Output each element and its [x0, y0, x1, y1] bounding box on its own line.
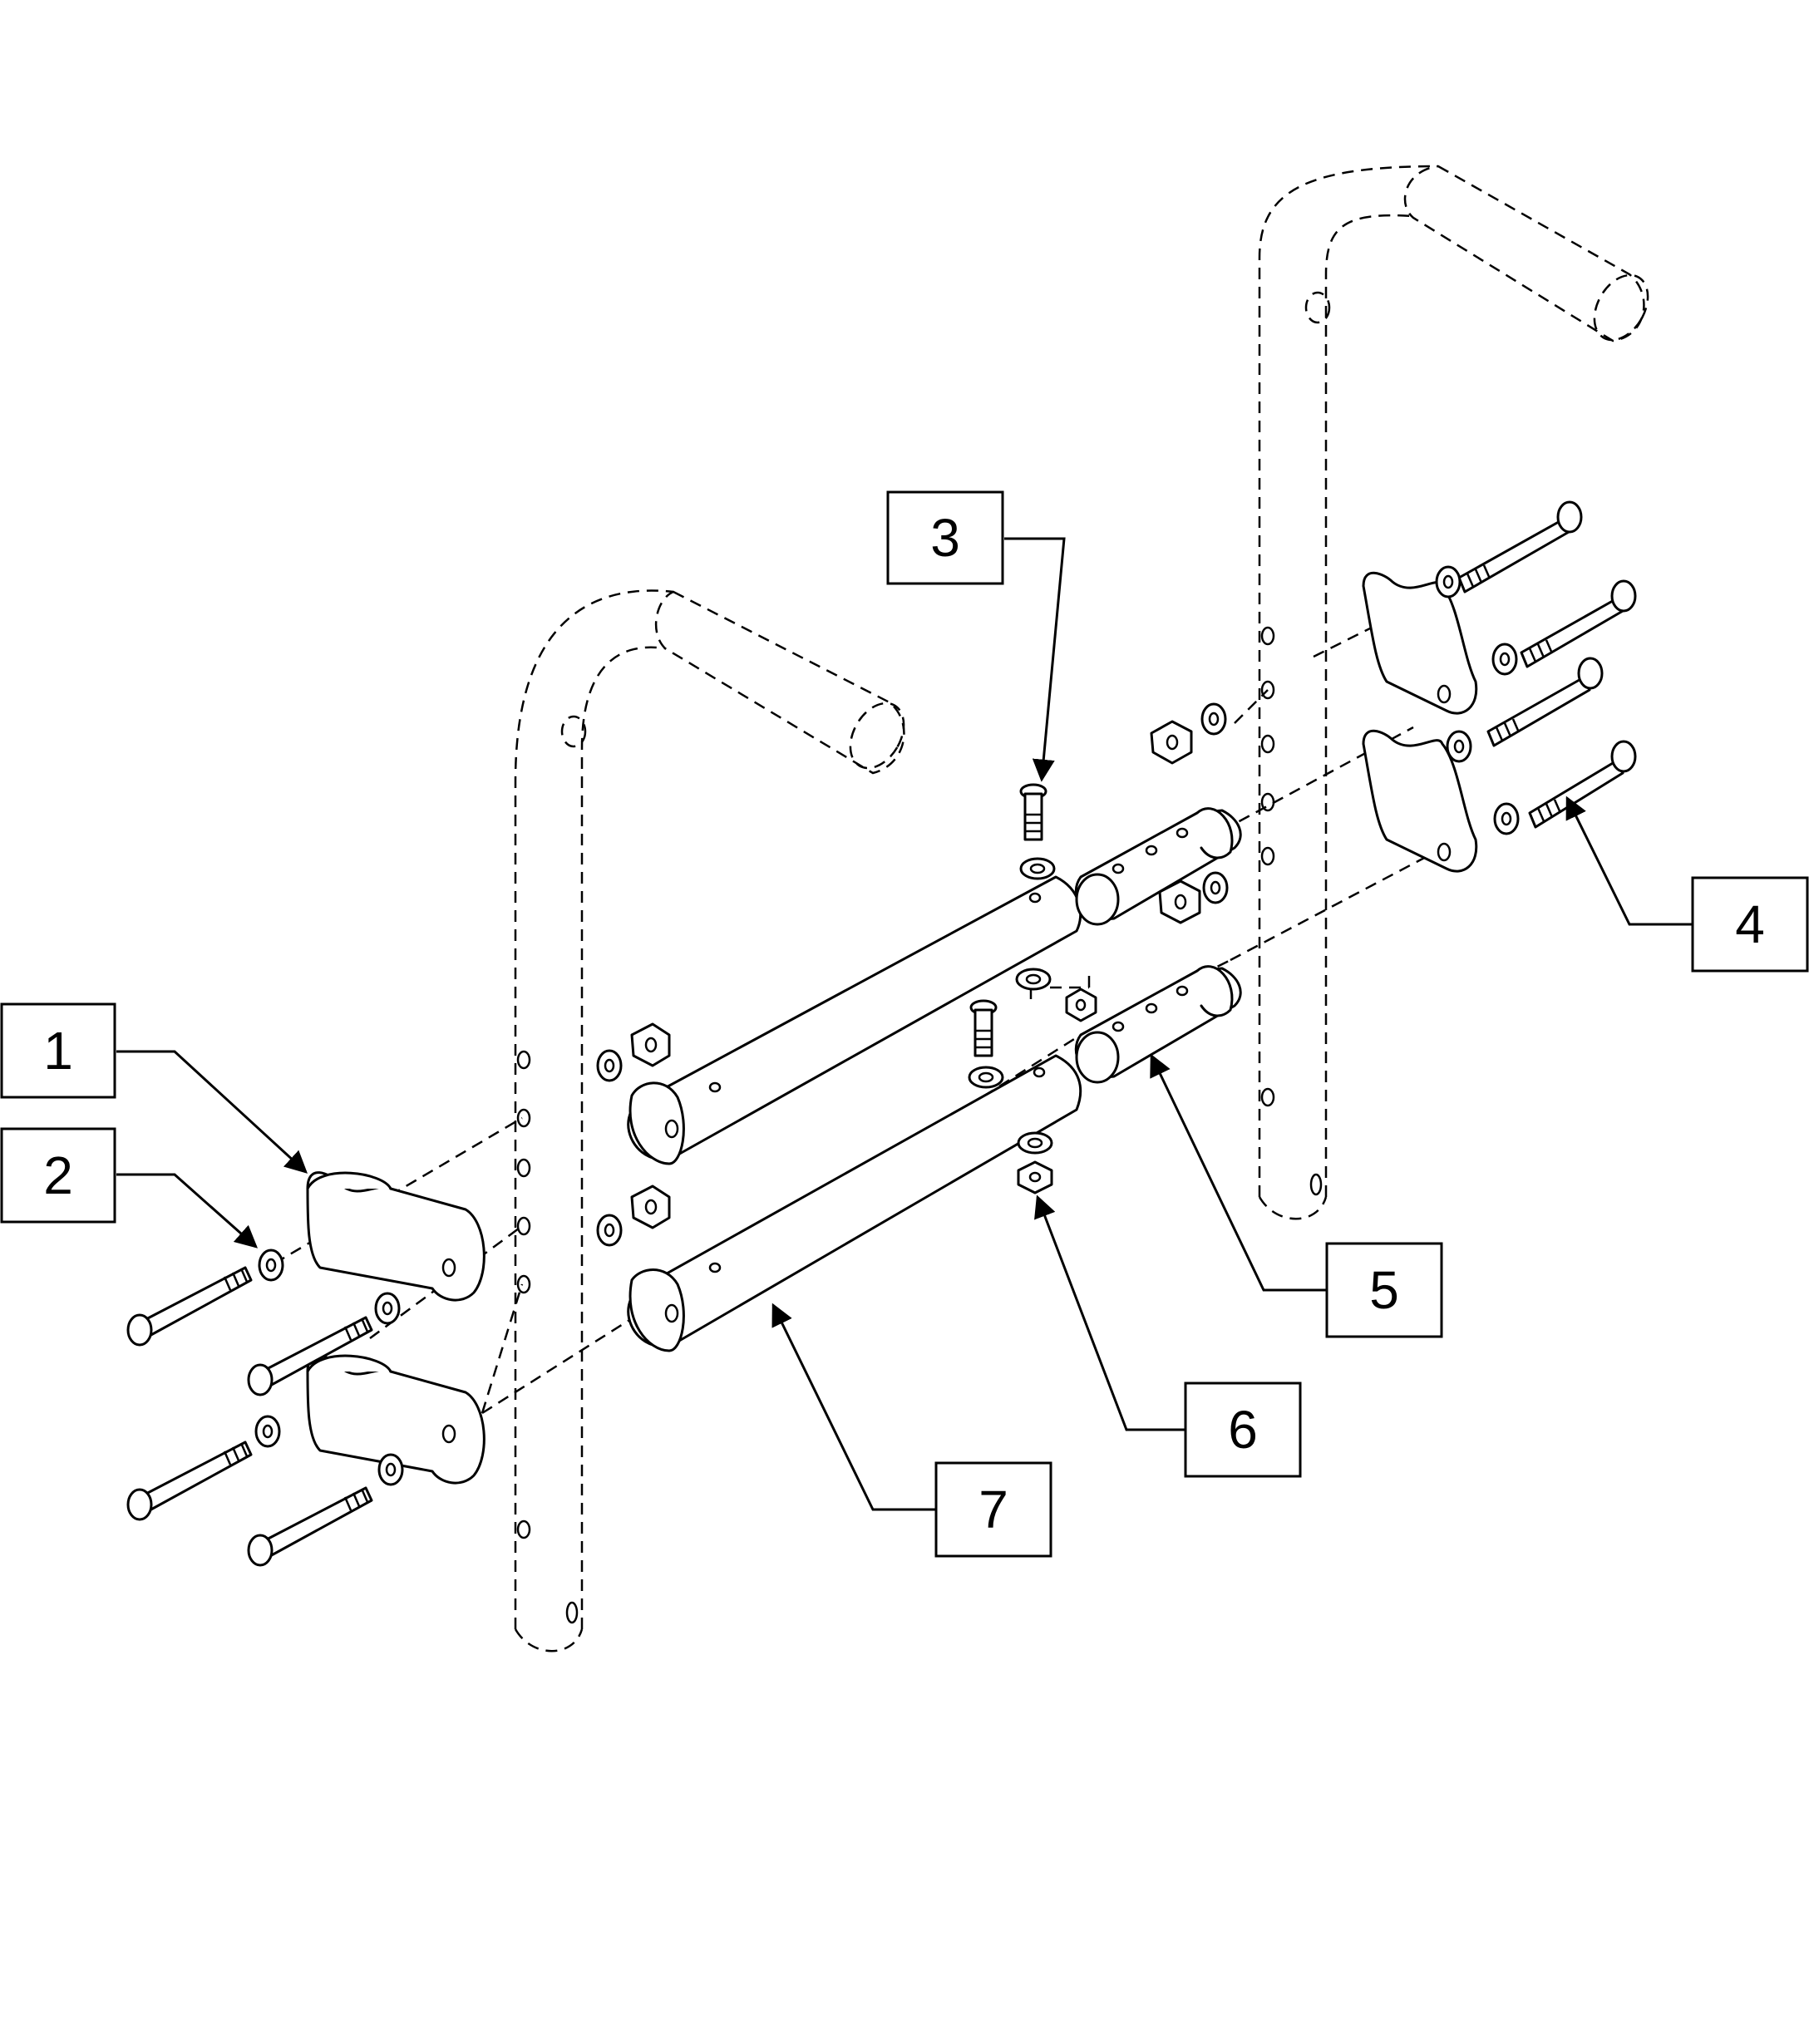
- vertical-screw-upper: [1019, 783, 1047, 841]
- left-upper-clamp: [306, 1171, 486, 1302]
- left-bolt-3: [126, 1441, 253, 1521]
- left-frame-upright: [514, 589, 905, 1652]
- callout-7-number: 7: [978, 1480, 1008, 1539]
- callout-1-number: 1: [43, 1021, 73, 1081]
- right-bolt-3: [1486, 657, 1604, 747]
- callout-2: 2: [0, 1127, 116, 1224]
- callout-4: 4: [1691, 876, 1809, 973]
- callout-6-number: 6: [1228, 1400, 1258, 1460]
- upper-inner-tube: [627, 875, 1082, 1165]
- upright-hole-marks: [516, 626, 1323, 1624]
- right-bolt-2: [1520, 579, 1637, 668]
- washers: [254, 565, 1520, 1486]
- lower-inner-tube: [627, 1054, 1082, 1352]
- vertical-screw-lower: [969, 999, 998, 1057]
- callout-1: 1: [0, 1002, 116, 1099]
- callout-4-number: 4: [1735, 894, 1765, 954]
- nuts: [630, 720, 1201, 1229]
- right-bolt-4: [1528, 740, 1637, 829]
- leader-lines: [116, 537, 1693, 1511]
- right-upper-clamp: [1362, 571, 1478, 715]
- upper-outer-sleeve: [1074, 807, 1242, 926]
- lower-outer-sleeve: [1074, 965, 1242, 1084]
- left-lower-clamp: [306, 1354, 486, 1485]
- callout-7: 7: [934, 1461, 1052, 1558]
- right-lower-clamp: [1362, 729, 1478, 873]
- callout-2-number: 2: [43, 1145, 73, 1205]
- callout-6: 6: [1184, 1382, 1302, 1478]
- right-bolt-1: [1457, 500, 1583, 593]
- left-bolt-2: [247, 1316, 373, 1396]
- callout-5: 5: [1325, 1242, 1443, 1338]
- left-bolt-1: [126, 1266, 253, 1347]
- callout-3-number: 3: [930, 508, 960, 568]
- callout-5-number: 5: [1369, 1260, 1399, 1320]
- left-bolt-4: [247, 1486, 373, 1567]
- callout-3: 3: [886, 490, 1004, 585]
- right-frame-upright: [1258, 165, 1649, 1220]
